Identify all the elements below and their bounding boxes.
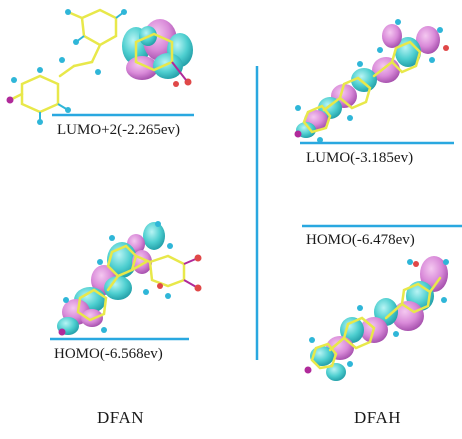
- dfah-homo-label: HOMO(-6.478ev): [306, 232, 415, 248]
- dfah-homo-molecule: [304, 256, 449, 381]
- dfan-lumo2-molecule: [6, 8, 193, 125]
- dfan-molecule-name: DFAN: [97, 408, 145, 427]
- dfah-molecule-name: DFAH: [354, 408, 402, 427]
- dfan-homo-label: HOMO(-6.568ev): [54, 346, 163, 362]
- dfah-lumo-label: LUMO(-3.185ev): [306, 150, 414, 166]
- dfan-lumo2-label: LUMO+2(-2.265ev): [57, 122, 181, 138]
- dfan-homo-molecule: [57, 221, 202, 336]
- divider-lines: [50, 66, 462, 360]
- dfah-lumo-molecule: [294, 19, 449, 143]
